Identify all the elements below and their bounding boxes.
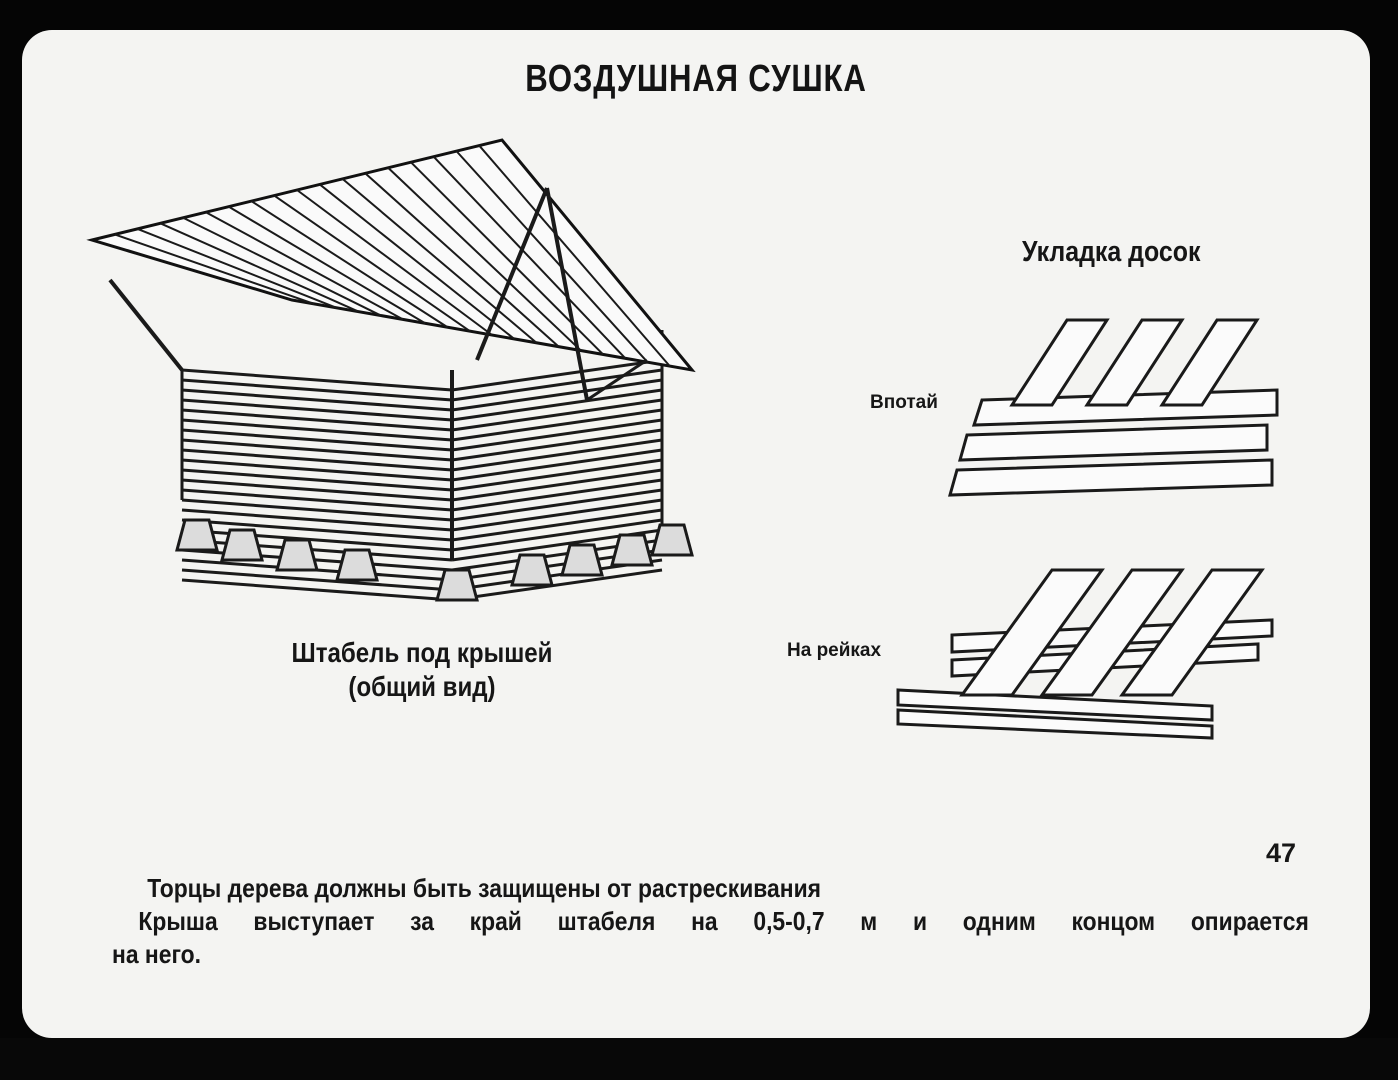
stack-board-front xyxy=(181,528,453,552)
stack-board-side xyxy=(451,418,663,452)
stack-board-front xyxy=(181,438,453,462)
stack-foot xyxy=(560,543,604,577)
method-label-strips: На рейках xyxy=(787,640,882,661)
stack-board-side xyxy=(451,388,663,422)
packing-flush-diagram xyxy=(948,318,1279,497)
stack-board-side xyxy=(451,448,663,482)
stack-board-front xyxy=(181,408,453,432)
body-line-3: на него. xyxy=(112,939,202,969)
stack-board-front xyxy=(181,468,453,492)
slide-body-text: Торцы дерева должны быть защищены от рас… xyxy=(112,872,1309,971)
stack-board-side xyxy=(451,398,663,432)
stack-foot xyxy=(435,568,479,602)
stack-board-front xyxy=(181,508,453,532)
body-line-2: Крыша выступает за край штабеля на 0,5-0… xyxy=(138,906,1309,936)
flush-board xyxy=(1009,318,1110,407)
stack-foot xyxy=(220,528,264,562)
film-border xyxy=(0,1038,1398,1080)
stack-board-side xyxy=(451,468,663,502)
stack-board-front xyxy=(181,458,453,482)
stack-board-front xyxy=(181,518,453,542)
stack-board-front xyxy=(181,368,453,392)
packing-title: Укладка досок xyxy=(1022,236,1201,268)
stack-board-side xyxy=(451,458,663,492)
stack-board-front xyxy=(181,478,453,502)
method-label-flush: Впотай xyxy=(870,392,938,413)
stack-board-side xyxy=(451,508,663,542)
stack-caption-line1: Штабель под крышей xyxy=(291,637,553,668)
stack-board-side xyxy=(451,378,663,412)
stack-board-side xyxy=(451,498,663,532)
stack-board-front xyxy=(181,568,453,592)
strip-board xyxy=(1039,568,1185,697)
body-line-1: Торцы дерева должны быть защищены от рас… xyxy=(147,873,822,903)
stack-caption: Штабель под крышей (общий вид) xyxy=(192,636,652,704)
stack-board-front xyxy=(181,378,453,402)
stack-board-side xyxy=(451,568,663,602)
strip-board xyxy=(959,568,1105,697)
page-number: 47 xyxy=(1266,838,1297,868)
stack-board-side xyxy=(451,408,663,442)
stack-board-front xyxy=(181,578,453,602)
stack-board-front xyxy=(181,388,453,412)
stack-foot xyxy=(610,533,654,567)
flush-board xyxy=(1084,318,1185,407)
stack-board-side xyxy=(451,518,663,552)
stack-board-front xyxy=(181,448,453,472)
stack-board-side xyxy=(451,478,663,512)
stack-board-side xyxy=(451,488,663,522)
stack-foot xyxy=(275,538,319,572)
stack-board-front xyxy=(181,428,453,452)
slide-frame: ВОЗДУШНАЯ СУШКА xyxy=(22,30,1370,1038)
stack-board-side xyxy=(451,438,663,472)
flush-board xyxy=(1159,318,1260,407)
stack-board-side xyxy=(451,428,663,462)
stack-board-side xyxy=(451,358,663,392)
stack-foot xyxy=(510,553,554,587)
packing-strips-diagram xyxy=(896,568,1274,740)
lumber-stack-illustration xyxy=(86,138,1279,740)
stack-board-front xyxy=(181,418,453,442)
stack-foot xyxy=(335,548,379,582)
stack-board-front xyxy=(181,498,453,522)
strip-board xyxy=(1119,568,1265,697)
stack-foot xyxy=(650,523,694,557)
stack-board-front xyxy=(181,488,453,512)
slide-title: ВОЗДУШНАЯ СУШКА xyxy=(525,58,867,100)
stack-board-front xyxy=(181,398,453,422)
stack-foot xyxy=(175,518,219,552)
stack-caption-line2: (общий вид) xyxy=(348,671,496,702)
